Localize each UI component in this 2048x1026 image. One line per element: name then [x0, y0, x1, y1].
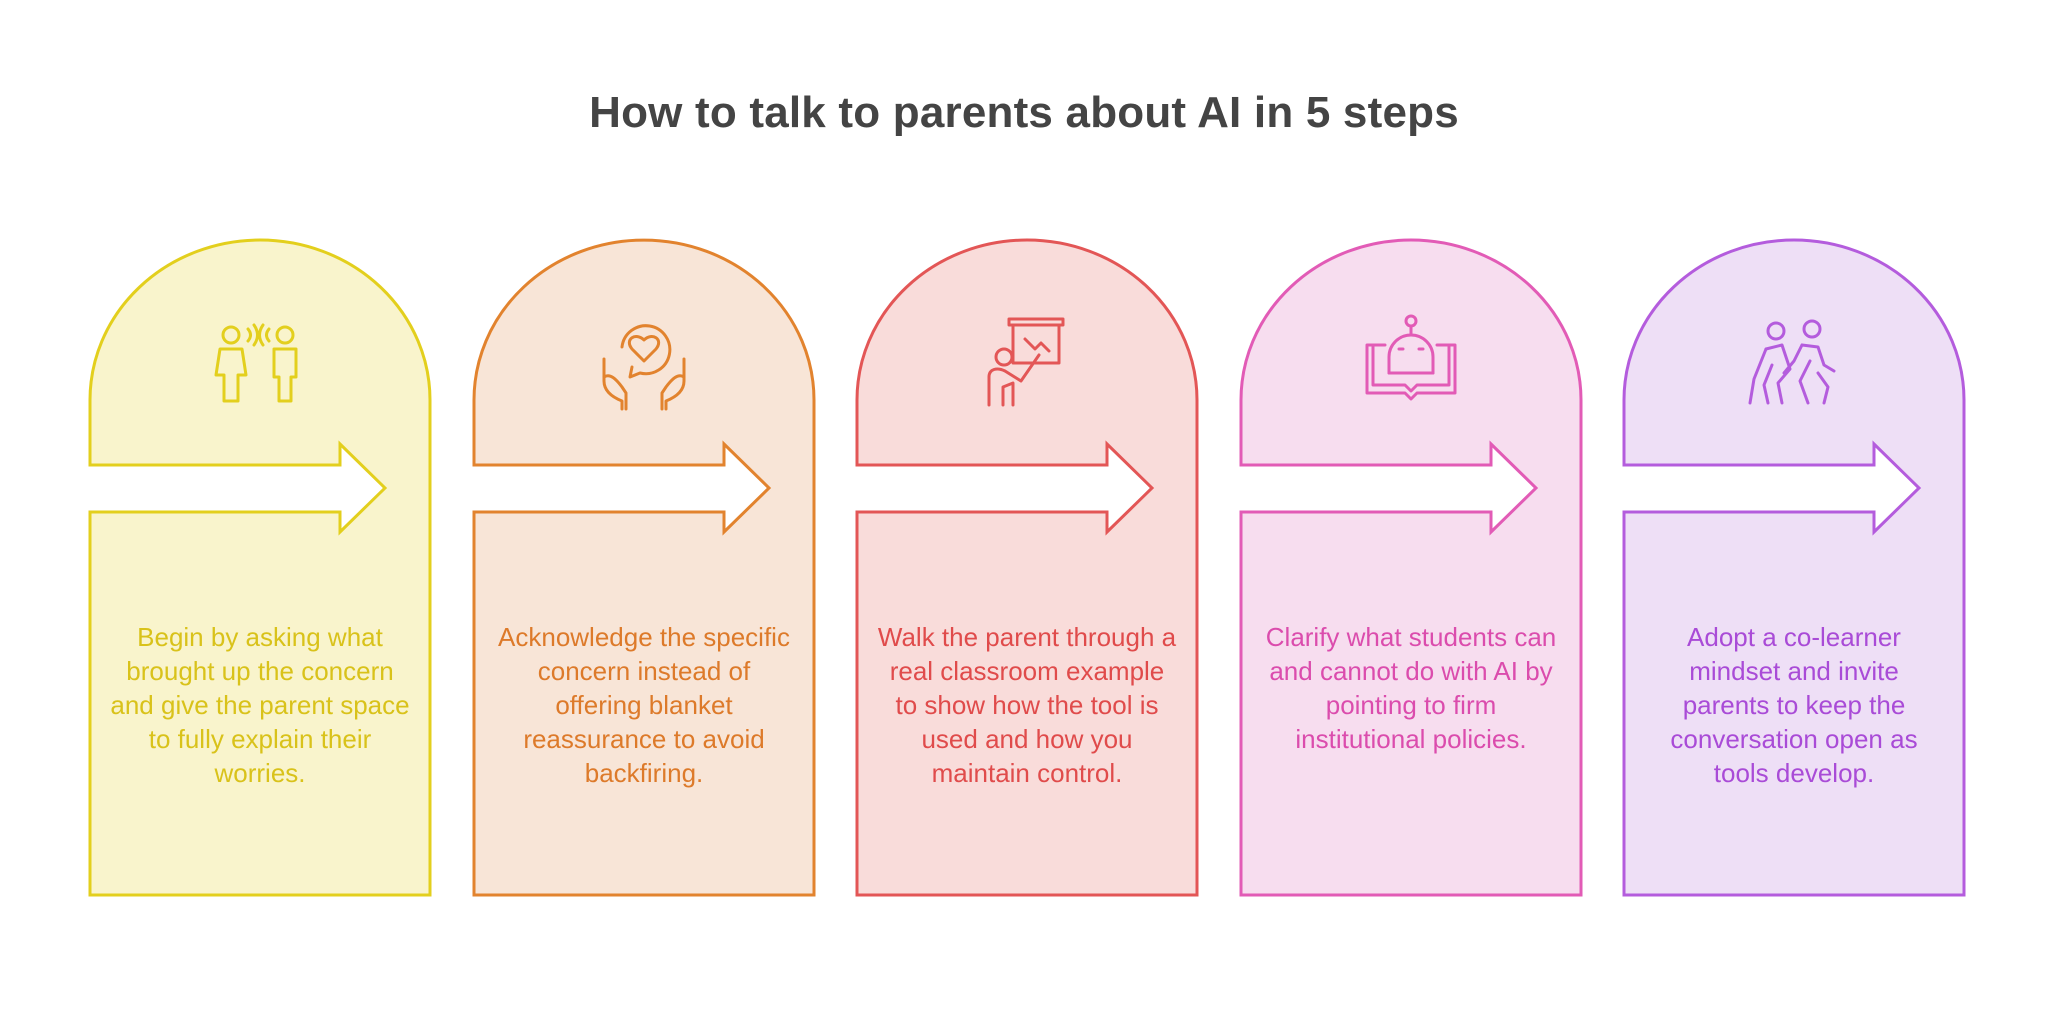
- step-card-4-shape: [1239, 238, 1583, 897]
- presenter-board-icon: [987, 317, 1065, 407]
- robot-book-icon: [1365, 314, 1457, 401]
- step-3-text: Walk the parent through a real classroom…: [877, 622, 1177, 788]
- step-card-3-shape: [855, 238, 1199, 897]
- step-2-text: Acknowledge the specific concern instead…: [498, 622, 790, 788]
- step-card-2: [472, 238, 816, 897]
- step-card-5: [1622, 238, 1966, 897]
- step-card-1-shape: [88, 238, 432, 897]
- step-5-text: Adopt a co-learner mindset and invite pa…: [1670, 622, 1918, 788]
- page-title: How to talk to parents about AI in 5 ste…: [589, 88, 1459, 137]
- two-people-talking-icon: [214, 323, 298, 403]
- step-card-2-shape: [472, 238, 816, 897]
- step-4-text: Clarify what students can and cannot do …: [1265, 622, 1557, 754]
- hands-holding-heart-icon: [602, 324, 686, 411]
- step-card-3: [855, 238, 1199, 897]
- walking-together-icon: [1748, 319, 1836, 405]
- step-1-text: Begin by asking what brought up the conc…: [110, 622, 410, 788]
- step-card-1: [88, 238, 432, 897]
- step-card-4: [1239, 238, 1583, 897]
- step-card-5-shape: [1622, 238, 1966, 897]
